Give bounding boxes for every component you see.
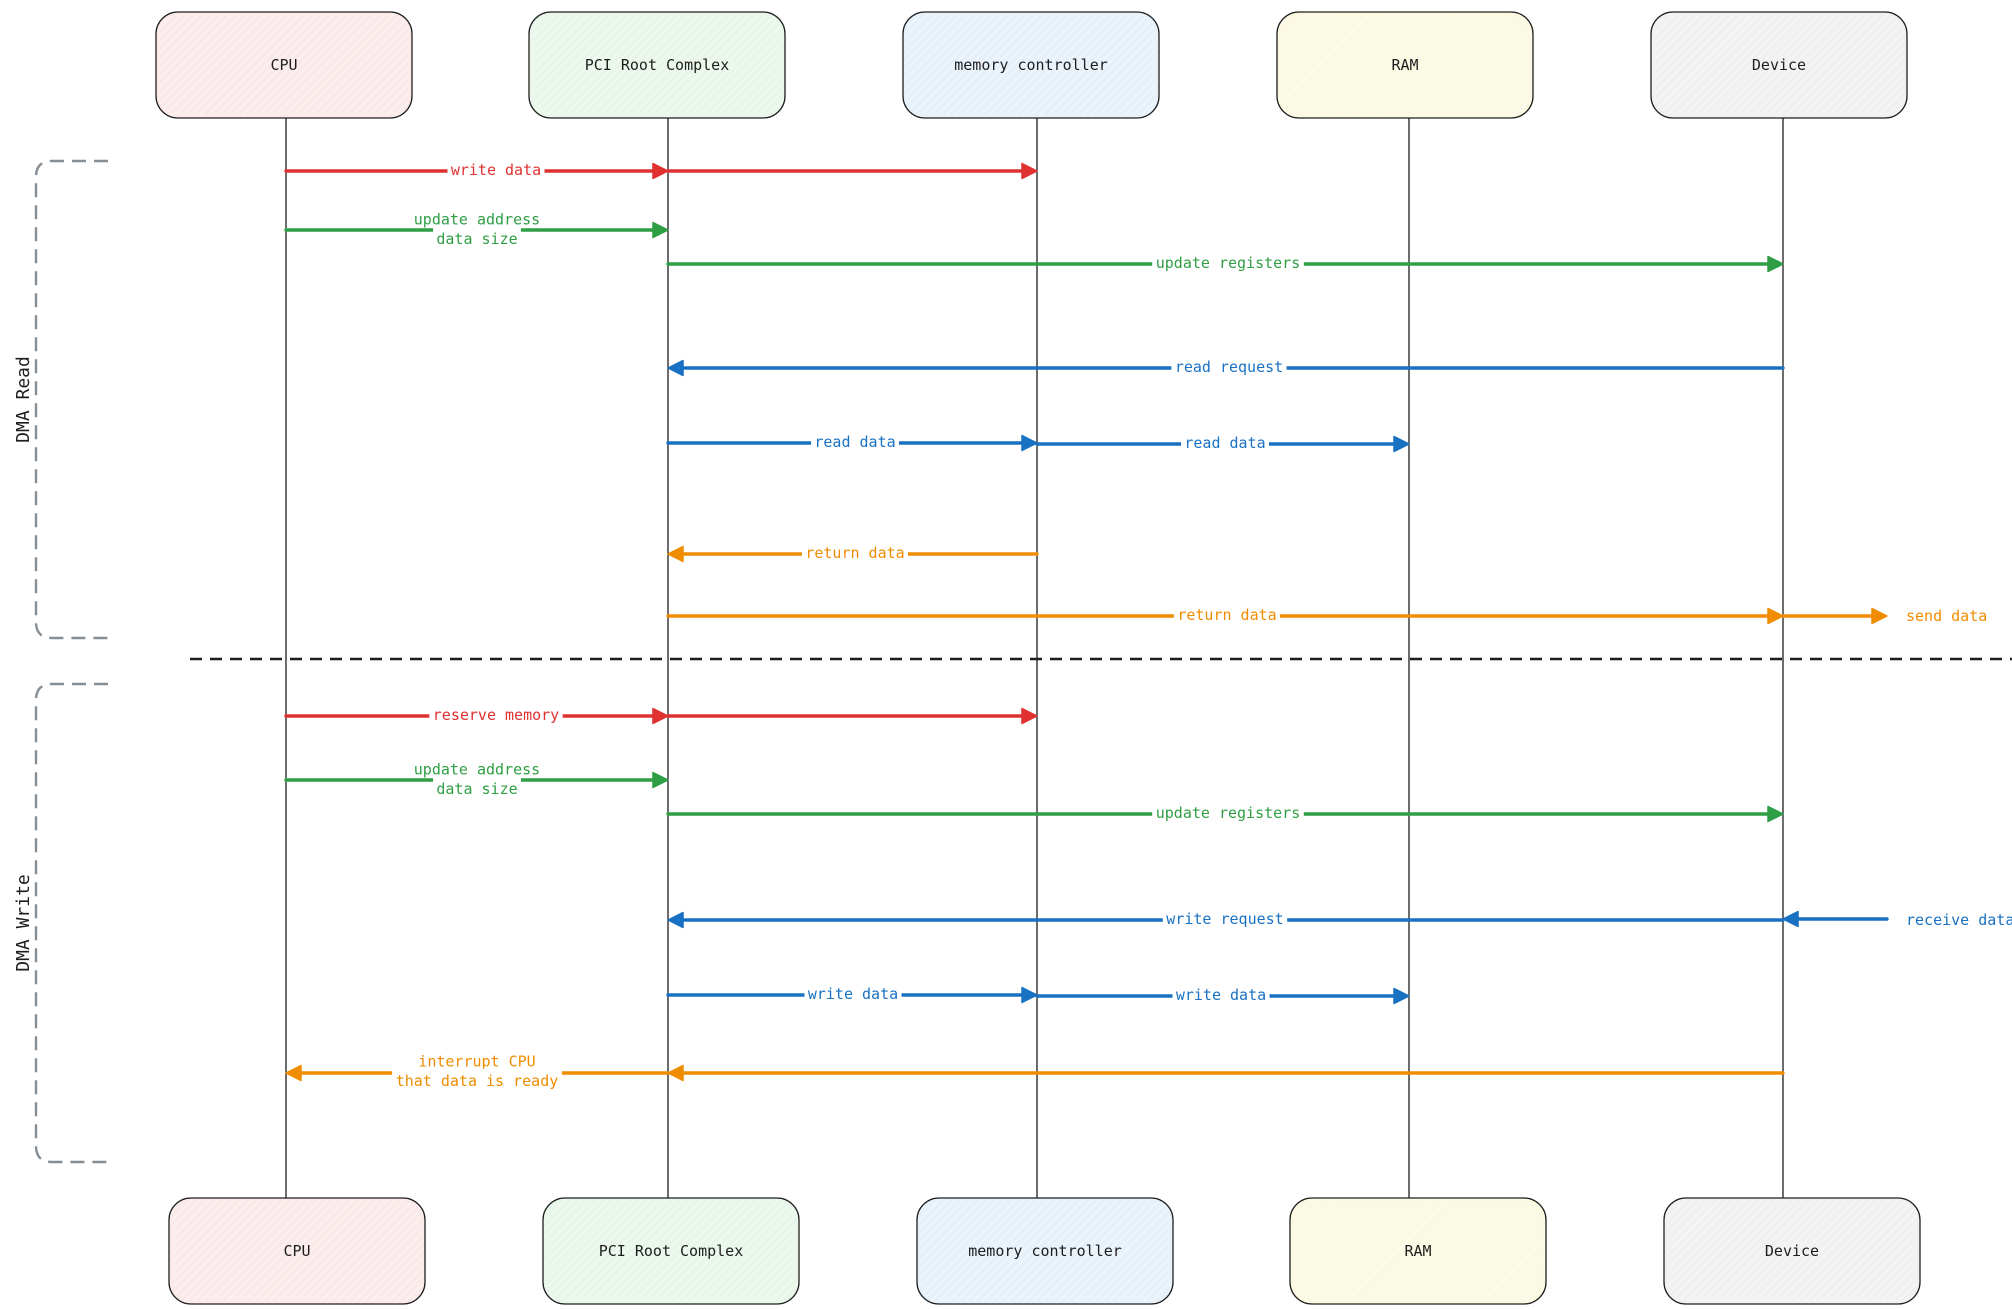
- participant-label: CPU: [283, 1242, 310, 1260]
- message-arrows: write data update address data size update …: [284, 158, 2012, 1090]
- message-label-update-address-2-line2: data size: [436, 780, 517, 798]
- participant-dev-top: Device: [1650, 11, 1908, 119]
- message-label-interrupt-cpu-line2: that data is ready: [396, 1072, 559, 1090]
- message-label-write-data-3: write data: [1176, 986, 1266, 1004]
- participant-ram-top: RAM: [1276, 11, 1534, 119]
- participant-pci-top: PCI Root Complex: [528, 11, 786, 119]
- dma-write-bracket: DMA Write: [13, 682, 108, 1164]
- message-label-read-request: read request: [1175, 358, 1283, 376]
- participant-label: memory controller: [968, 1242, 1122, 1260]
- message-label-send-data: send data: [1906, 607, 1987, 625]
- arrow-interrupt-cpu-a: [667, 1064, 1785, 1082]
- arrow-reserve-memory-b: [666, 707, 1038, 725]
- arrow-send-data: [1781, 607, 1888, 625]
- participant-label: memory controller: [954, 56, 1108, 74]
- message-label-reserve-memory: reserve memory: [433, 706, 559, 724]
- participant-ram-bottom: RAM: [1289, 1197, 1547, 1305]
- participant-cpu-bottom: CPU: [168, 1197, 426, 1305]
- message-label-return-data-1: return data: [805, 544, 904, 562]
- message-label-interrupt-cpu: interrupt CPU: [418, 1052, 535, 1070]
- message-label-update-registers-1: update registers: [1156, 254, 1301, 272]
- message-label-read-data-2: read data: [1184, 434, 1265, 452]
- message-label-write-data-1: write data: [451, 161, 541, 179]
- message-label-write-data-2: write data: [808, 985, 898, 1003]
- arrow-write-data-1b: [666, 162, 1038, 180]
- participant-mem-top: memory controller: [902, 11, 1160, 119]
- message-label-update-registers-2: update registers: [1156, 804, 1301, 822]
- participant-pci-bottom: PCI Root Complex: [542, 1197, 800, 1305]
- participant-mem-bottom: memory controller: [916, 1197, 1174, 1305]
- dma-read-bracket: DMA Read: [13, 159, 108, 640]
- participant-label: PCI Root Complex: [585, 56, 730, 74]
- message-label-write-request: write request: [1166, 910, 1283, 928]
- section-label: DMA Write: [13, 874, 34, 972]
- message-label-read-data-1: read data: [814, 433, 895, 451]
- message-label-update-address-1-line2: data size: [436, 230, 517, 248]
- participant-label: CPU: [270, 56, 297, 74]
- message-label-return-data-2: return data: [1177, 606, 1276, 624]
- message-label-receive-data: receive data: [1906, 911, 2012, 929]
- participant-label: RAM: [1391, 56, 1418, 74]
- message-label-update-address-1: update address: [414, 210, 540, 228]
- section-label: DMA Read: [13, 356, 34, 443]
- participant-label: Device: [1765, 1242, 1819, 1260]
- participant-label: RAM: [1404, 1242, 1431, 1260]
- participant-label: Device: [1752, 56, 1806, 74]
- participant-dev-bottom: Device: [1663, 1197, 1921, 1305]
- participant-label: PCI Root Complex: [599, 1242, 744, 1260]
- participant-cpu-top: CPU: [155, 11, 413, 119]
- message-label-update-address-2: update address: [414, 760, 540, 778]
- arrow-receive-data: [1782, 910, 1889, 928]
